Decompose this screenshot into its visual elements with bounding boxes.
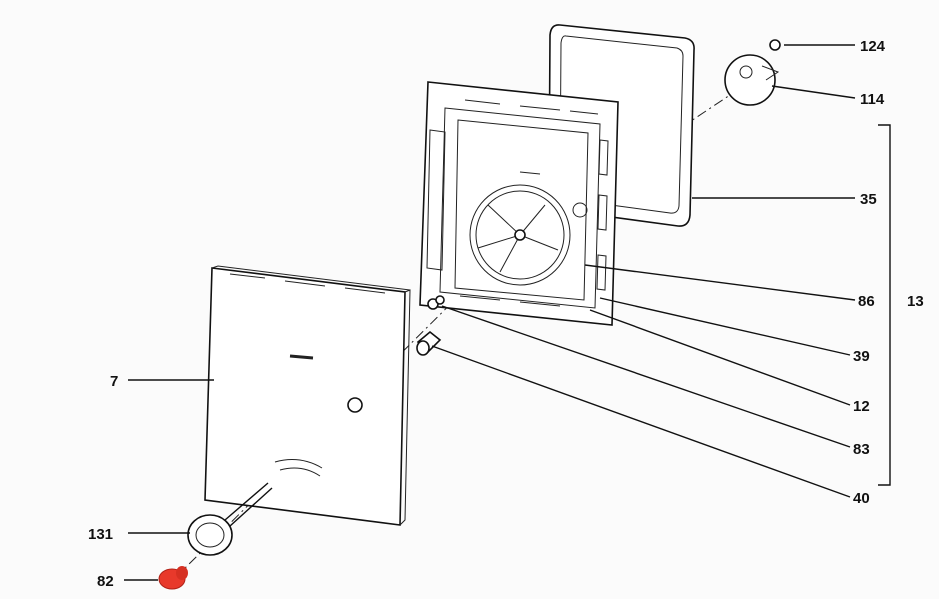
label-35: 35	[860, 191, 877, 208]
label-83: 83	[853, 441, 870, 458]
part-40	[416, 330, 442, 356]
label-12: 12	[853, 398, 870, 415]
label-13: 13	[907, 293, 924, 310]
leader-lines	[124, 44, 891, 581]
inner-door-frame	[419, 81, 619, 326]
label-82: 82	[97, 573, 114, 590]
label-39: 39	[853, 348, 870, 365]
part-82-highlighted	[158, 566, 188, 590]
knob-131	[187, 482, 273, 556]
outer-door-7	[204, 265, 411, 526]
label-131: 131	[88, 526, 113, 543]
label-86: 86	[858, 293, 875, 310]
label-114: 114	[860, 91, 885, 108]
part-83	[427, 295, 445, 310]
part-114	[724, 54, 780, 106]
label-124: 124	[860, 38, 886, 55]
label-40: 40	[853, 490, 870, 507]
fan-cover-86	[469, 184, 571, 286]
part-124	[769, 39, 781, 51]
label-7: 7	[110, 373, 118, 390]
